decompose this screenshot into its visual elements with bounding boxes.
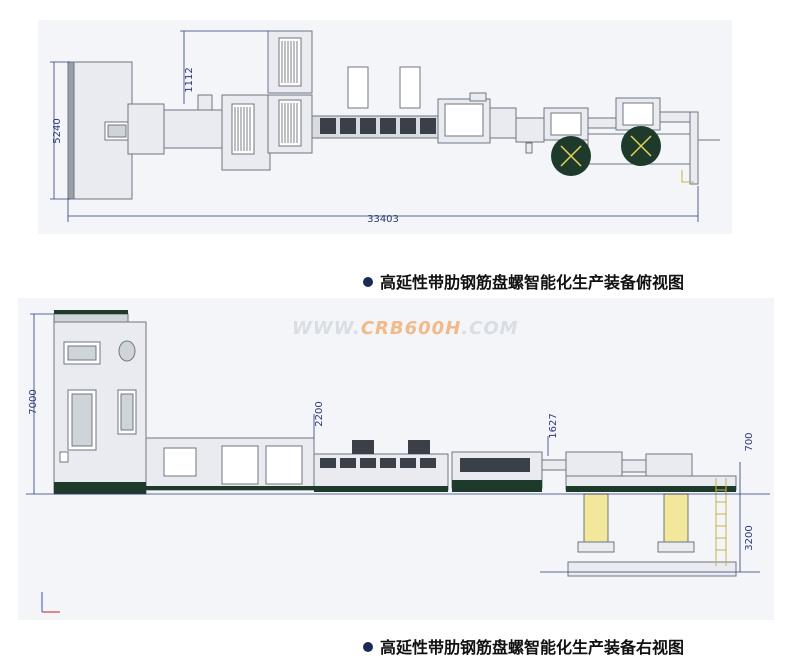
dim-length-label: 33403 [367, 214, 399, 225]
dim-height-label: 5240 [52, 118, 63, 143]
dim-upper-height-label: 700 [744, 432, 755, 451]
side-view-caption: 高延性带肋钢筋盘螺智能化生产装备右视图 [363, 634, 684, 658]
dim-offset-label: 1112 [184, 67, 195, 92]
coiler-column-1 [583, 493, 609, 543]
top-view-caption: 高延性带肋钢筋盘螺智能化生产装备俯视图 [363, 269, 684, 293]
dim-middle-height-label: 1627 [548, 413, 559, 438]
coiler-column-2 [663, 493, 689, 543]
dim-lower-height-label: 3200 [744, 525, 755, 550]
bullet-icon [363, 642, 373, 652]
axis-icon [41, 592, 60, 613]
watermark: WWW.CRB600H.COM [292, 318, 519, 339]
control-box-1 [347, 66, 369, 109]
control-box-2 [399, 66, 421, 109]
straightening-rollers-top [311, 115, 439, 139]
dim-cabinet-height-label: 2200 [314, 401, 325, 426]
bullet-icon [363, 277, 373, 287]
dim-total-height-label: 7000 [28, 389, 39, 414]
